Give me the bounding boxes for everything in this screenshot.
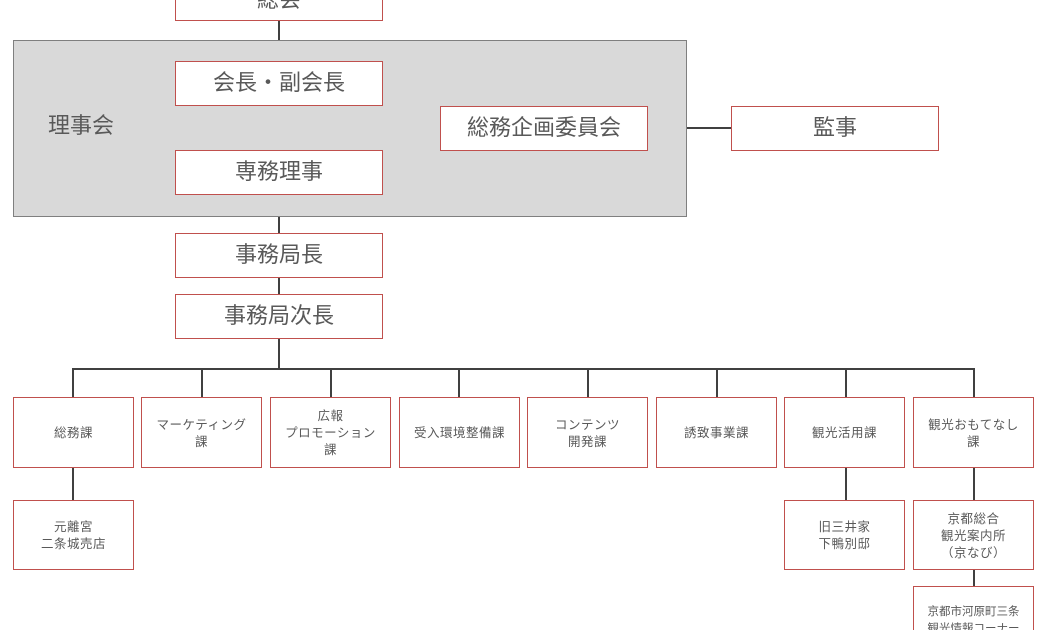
executive-director-label: 専務理事	[234, 159, 323, 185]
sub-unit-label: 京都市河原町三条 観光情報コーナー	[927, 604, 1020, 630]
secretary-general-box: 事務局長	[175, 233, 383, 278]
division-label: 広報 プロモーション 課	[285, 408, 376, 457]
general-assembly-box: 総会	[175, 0, 383, 21]
division-label: 観光おもてなし 課	[928, 416, 1019, 449]
deputy-secretary-general-label: 事務局次長	[223, 303, 334, 329]
sub-unit-box-mitsui-villa: 旧三井家 下鴨別邸	[784, 500, 905, 570]
board-of-directors-label: 理事会	[48, 114, 115, 139]
division-box-attraction-projects: 誘致事業課	[656, 397, 777, 468]
sub-unit-box-kyonavi: 京都総合 観光案内所 （京なび）	[913, 500, 1034, 570]
auditor-box: 監事	[731, 106, 939, 151]
division-box-hospitality: 観光おもてなし 課	[913, 397, 1034, 468]
division-label: 観光活用課	[811, 425, 877, 440]
division-box-reception-environment: 受入環境整備課	[399, 397, 520, 468]
deputy-secretary-general-box: 事務局次長	[175, 294, 383, 339]
sub-unit-label: 元離宮 二条城売店	[40, 519, 106, 551]
division-box-general-affairs: 総務課	[13, 397, 134, 468]
secretary-general-label: 事務局長	[234, 242, 323, 268]
division-label: コンテンツ 開発課	[554, 416, 620, 449]
division-label: マーケティング 課	[156, 416, 247, 449]
division-box-promotion: 広報 プロモーション 課	[270, 397, 391, 468]
division-box-tourism-use: 観光活用課	[784, 397, 905, 468]
division-label: 総務課	[53, 425, 93, 440]
planning-committee-label: 総務企画委員会	[466, 115, 621, 141]
division-label: 受入環境整備課	[413, 425, 505, 440]
division-box-content-development: コンテンツ 開発課	[527, 397, 648, 468]
division-label: 誘致事業課	[683, 425, 749, 440]
sub-unit-label: 京都総合 観光案内所 （京なび）	[940, 510, 1006, 560]
planning-committee-box: 総務企画委員会	[440, 106, 648, 151]
sub-unit-box-kawaramachi-corner: 京都市河原町三条 観光情報コーナー	[913, 586, 1034, 630]
sub-unit-label: 旧三井家 下鴨別邸	[818, 519, 871, 551]
general-assembly-label: 総会	[256, 0, 301, 13]
sub-unit-box-nijo-shop: 元離宮 二条城売店	[13, 500, 134, 570]
chair-label: 会長・副会長	[212, 70, 345, 96]
executive-director-box: 専務理事	[175, 150, 383, 195]
auditor-label: 監事	[812, 115, 857, 141]
division-box-marketing: マーケティング 課	[141, 397, 262, 468]
chair-box: 会長・副会長	[175, 61, 383, 106]
